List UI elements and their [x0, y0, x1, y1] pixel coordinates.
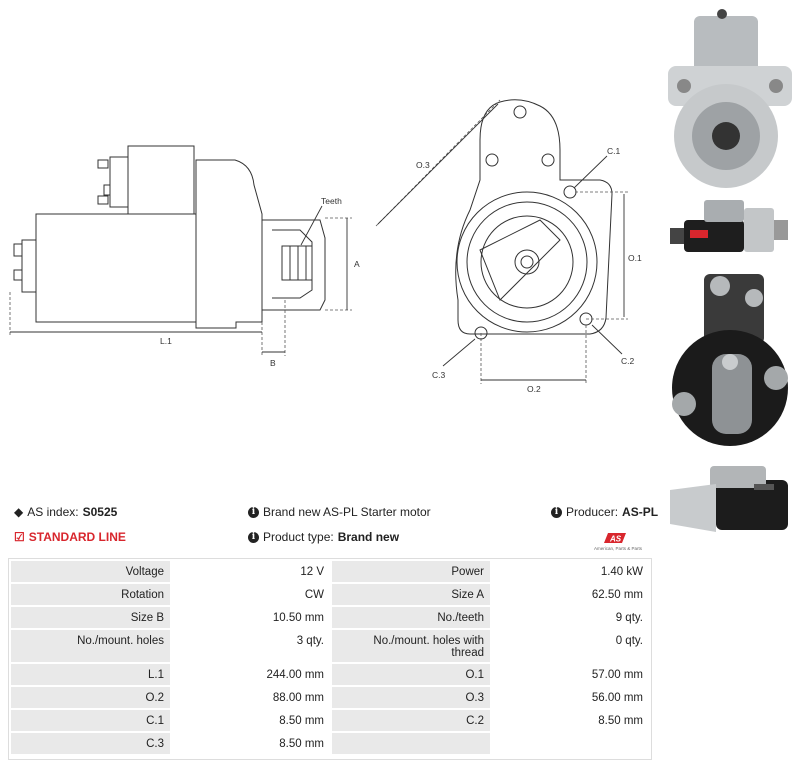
spec-value: 57.00 mm: [490, 662, 651, 687]
label-o1: O.1: [628, 253, 642, 263]
spec-value: 3 qty.: [170, 628, 332, 664]
label-b: B: [270, 358, 276, 368]
label-l1: L.1: [160, 336, 172, 346]
spec-value: 244.00 mm: [170, 662, 332, 687]
spec-value: 10.50 mm: [170, 605, 332, 630]
spec-label: [330, 731, 492, 756]
photo-front-view: [664, 6, 796, 196]
spec-label: Size A: [330, 582, 492, 607]
spec-value: [490, 731, 651, 756]
photo-side-view: [664, 192, 796, 262]
spec-label: Rotation: [9, 582, 172, 607]
info-icon: i: [248, 506, 259, 518]
spec-value: 12 V: [170, 559, 332, 584]
spec-label: O.2: [9, 685, 172, 710]
info-icon: i: [551, 506, 562, 518]
label-o3: O.3: [416, 160, 430, 170]
motor-body-outline: [35, 159, 263, 329]
checkbox-icon: ☑: [14, 530, 25, 544]
product-photos: [660, 0, 800, 555]
photo-angle-view: [664, 462, 796, 542]
svg-text:American, Parts & Parts: American, Parts & Parts: [594, 546, 643, 551]
flange-outline: [455, 99, 613, 335]
spec-label: O.3: [330, 685, 492, 710]
producer-value: AS-PL: [622, 505, 659, 519]
photo-rear-view: [664, 268, 796, 453]
producer: i Producer: AS-PL: [551, 505, 658, 519]
spec-value: 1.40 kW: [490, 559, 651, 584]
spec-value: 8.50 mm: [170, 731, 332, 756]
label-c3: C.3: [432, 370, 446, 380]
pinion-outline: [281, 245, 313, 281]
tag-icon: ◆: [14, 505, 24, 519]
spec-label: No./mount. holes with thread: [330, 628, 492, 664]
label-teeth: Teeth: [321, 196, 342, 206]
spec-label: C.3: [9, 731, 172, 756]
label-o2: O.2: [527, 384, 541, 394]
description: i Brand new AS-PL Starter motor: [248, 505, 431, 519]
product-info: ◆ AS index: S0525 ☑ STANDARD LINE i Bran…: [14, 503, 658, 558]
spec-value: 56.00 mm: [490, 685, 651, 710]
info-icon: i: [248, 531, 259, 543]
as-index-value: S0525: [82, 505, 118, 519]
product-type-value: Brand new: [337, 530, 400, 544]
spec-label: Voltage: [9, 559, 172, 584]
spec-value: 62.50 mm: [490, 582, 651, 607]
svg-text:AS: AS: [609, 535, 622, 544]
spec-label: C.1: [9, 708, 172, 733]
spec-label: Power: [330, 559, 492, 584]
spec-value: 9 qty.: [490, 605, 651, 630]
spec-label: No./teeth: [330, 605, 492, 630]
as-index: ◆ AS index: S0525: [14, 505, 118, 519]
standard-line: ☑ STANDARD LINE: [14, 530, 126, 544]
label-c2: C.2: [621, 356, 635, 366]
spec-value: CW: [170, 582, 332, 607]
spec-value: 8.50 mm: [490, 708, 651, 733]
label-a: A: [354, 259, 360, 269]
as-pl-logo: AS American, Parts & Parts: [594, 533, 643, 551]
technical-drawing: Teeth A L.1 B O.3 C.1 O.1 C.2 C.3 O.2: [9, 99, 642, 394]
spec-label: No./mount. holes: [9, 628, 172, 664]
label-c1: C.1: [607, 146, 621, 156]
solenoid-outline: [127, 145, 195, 215]
spec-value: 88.00 mm: [170, 685, 332, 710]
spec-label: L.1: [9, 662, 172, 687]
spec-label: C.2: [330, 708, 492, 733]
spec-value: 0 qty.: [490, 628, 651, 664]
spec-label: Size B: [9, 605, 172, 630]
spec-label: O.1: [330, 662, 492, 687]
spec-value: 8.50 mm: [170, 708, 332, 733]
product-type: i Product type: Brand new: [248, 530, 399, 544]
